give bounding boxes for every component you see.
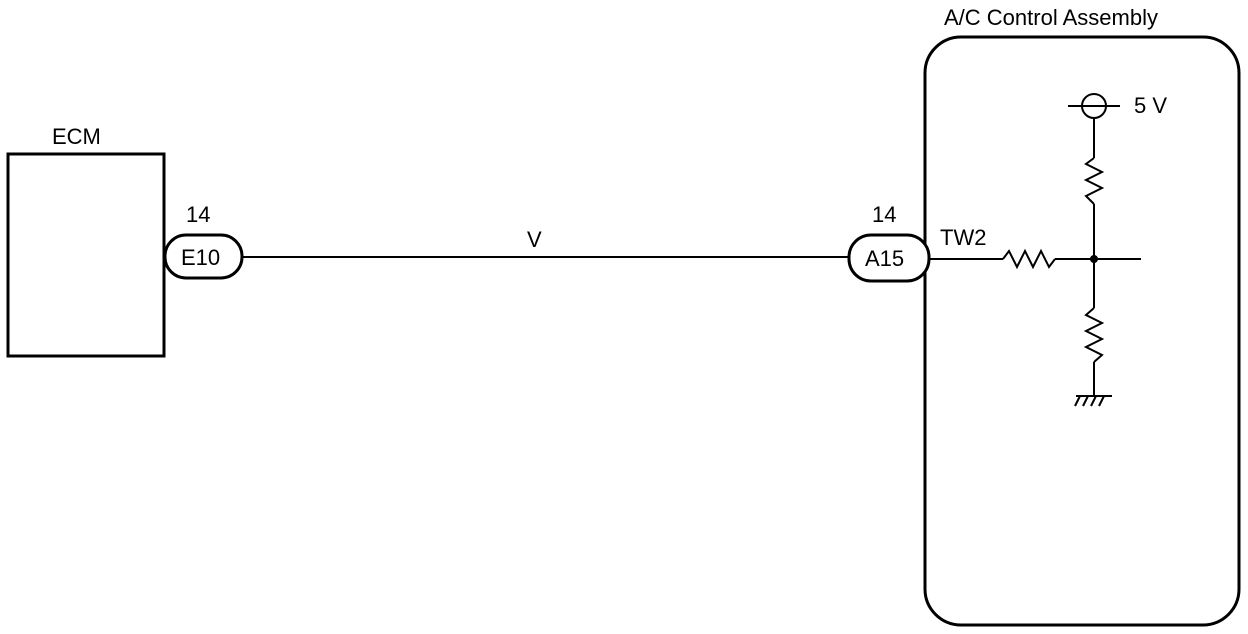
ac-control-label: A/C Control Assembly — [944, 5, 1158, 30]
ecm-label: ECM — [52, 124, 101, 149]
ac-control-box — [923, 35, 1241, 627]
ecm-connector-label: E10 — [181, 245, 220, 270]
wire-color-label: V — [527, 227, 542, 252]
ac-connector-label: A15 — [865, 246, 904, 271]
ground-icon — [1074, 395, 1112, 407]
ecm-box — [6, 152, 166, 358]
pullup-resistor-icon — [1083, 157, 1105, 205]
ac-pin-number: 14 — [872, 202, 896, 227]
series-resistor-icon — [1002, 248, 1056, 270]
pulldown-resistor-icon — [1083, 307, 1105, 363]
ecm-pin-number: 14 — [186, 202, 210, 227]
tw2-terminal-label: TW2 — [940, 225, 986, 250]
supply-voltage-label: 5 V — [1134, 93, 1167, 118]
